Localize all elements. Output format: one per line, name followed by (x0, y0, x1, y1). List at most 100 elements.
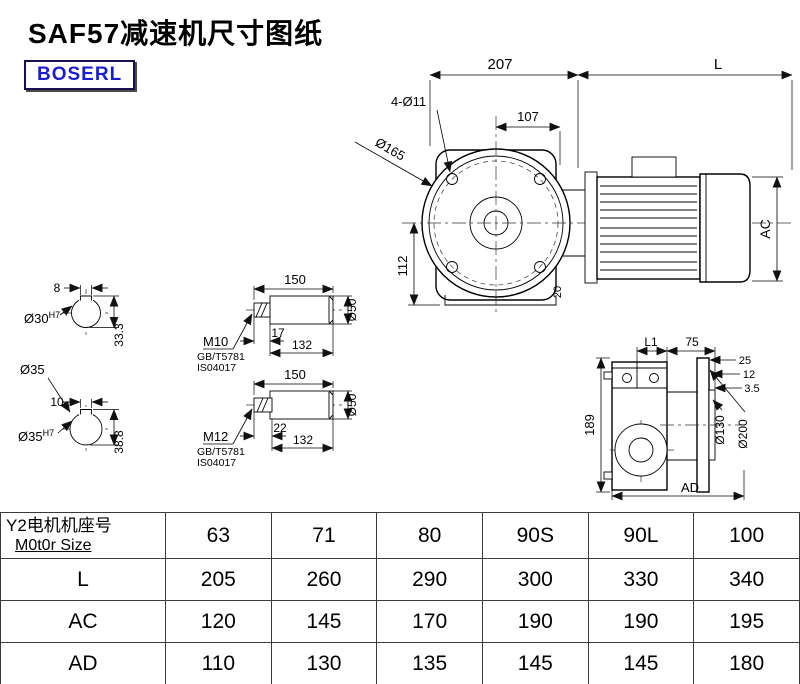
dim-132: 132 (293, 433, 313, 447)
fan-cowl (699, 173, 751, 283)
standard-gb: GB/T5781 (197, 446, 245, 458)
dim-key-width-8: 8 (54, 281, 61, 295)
motor-cooling-fins (600, 185, 697, 271)
dim-132: 132 (292, 338, 312, 352)
dim-AC: AC (757, 219, 773, 238)
side-view: L1 75 25 12 3.5 189 Ø130 Ø200 AD (582, 335, 760, 501)
bolt-holes-callout: 4-Ø11 (391, 94, 426, 109)
value-cell: 170 (376, 600, 483, 643)
dia-130-callout: Ø130 (713, 415, 727, 445)
dim-3-5: 3.5 (744, 383, 759, 395)
dim-key-width-10: 10 (50, 395, 64, 409)
main-view: 207 L 107 4-Ø11 Ø165 112 AC 20 (354, 56, 795, 315)
table-row-AD: AD 110 130 135 145 145 180 (0, 642, 800, 684)
bolt-hole (534, 173, 546, 185)
dim-L1: L1 (644, 335, 658, 349)
dim-38-8: 38.8 (112, 430, 126, 454)
row-label-AD: AD (0, 642, 166, 684)
standard-iso: IS04017 (197, 457, 236, 469)
table-row-L: L 205 260 290 300 330 340 (0, 558, 800, 601)
row-label-AC: AC (0, 600, 166, 643)
bore-35-tolerance: H7 (43, 428, 55, 438)
value-cell: 290 (376, 558, 483, 601)
dia-200-callout: Ø200 (736, 419, 750, 449)
bore-30-label: Ø30H7 (24, 310, 60, 326)
housing-base (444, 295, 557, 306)
value-cell: 330 (587, 558, 695, 601)
value-cell: 180 (693, 642, 800, 684)
bore-30-tolerance: H7 (49, 310, 61, 320)
bolt-hole (534, 261, 546, 273)
motor-size-label-en: M0t0r Size (15, 537, 92, 554)
dim-33-3: 33.3 (112, 323, 126, 347)
value-cell: 130 (270, 642, 378, 684)
value-cell: 145 (587, 642, 695, 684)
bolt-head (603, 471, 613, 480)
frame-100: 100 (693, 512, 800, 559)
frame-80: 80 (376, 512, 483, 559)
standard-iso: IS04017 (197, 362, 236, 374)
value-cell: 190 (481, 600, 589, 643)
dim-25: 25 (739, 355, 751, 367)
bore-section-bottom: 10 Ø35H7 38.8 (18, 395, 126, 454)
bolt-hole (446, 261, 458, 273)
brand-logo: BOSERL (24, 60, 136, 90)
dim-12: 12 (743, 369, 755, 381)
dim-112: 112 (395, 256, 410, 277)
bore-section-top: 8 Ø30H7 33.3 (24, 281, 126, 347)
terminal-box (631, 156, 677, 178)
table-header-row: Y2电机机座号 M0t0r Size 63 71 80 90S 90L 100 (0, 512, 800, 559)
dia-35-label: Ø35 (20, 362, 45, 377)
dim-150: 150 (284, 272, 306, 287)
standard-gb: GB/T5781 (197, 351, 245, 363)
keyway-notch (80, 409, 92, 415)
value-cell: 135 (376, 642, 483, 684)
dim-L: L (714, 56, 722, 73)
thread-M12-label: M12 (203, 429, 228, 444)
bore-30-value: Ø30 (24, 311, 49, 326)
dim-22: 22 (273, 421, 287, 435)
spec-table: Y2电机机座号 M0t0r Size 63 71 80 90S 90L 100 … (0, 512, 800, 684)
value-cell: 205 (165, 558, 272, 601)
shaft-detail-top: 150 M10 GB/T5781 IS04017 17 132 Ø50 (197, 272, 359, 374)
dim-20: 20 (552, 286, 564, 298)
motor-size-header-cell: Y2电机机座号 M0t0r Size (0, 512, 166, 559)
thread-M10-label: M10 (203, 334, 228, 349)
value-cell: 340 (693, 558, 800, 601)
frame-90L: 90L (587, 512, 695, 559)
frame-63: 63 (165, 512, 272, 559)
shaft-body (269, 390, 334, 420)
value-cell: 145 (270, 600, 378, 643)
value-cell: 260 (270, 558, 378, 601)
value-cell: 145 (481, 642, 589, 684)
dim-150: 150 (284, 367, 306, 382)
dim-189: 189 (582, 414, 597, 436)
dim-AD: AD (681, 480, 699, 495)
bore-35-value: Ø35 (18, 429, 43, 444)
table-row-AC: AC 120 145 170 190 190 195 (0, 600, 800, 643)
value-cell: 120 (165, 600, 272, 643)
value-cell: 195 (693, 600, 800, 643)
row-label-L: L (0, 558, 166, 601)
bolt-hole (446, 173, 458, 185)
frame-71: 71 (270, 512, 378, 559)
value-cell: 300 (481, 558, 589, 601)
frame-90S: 90S (481, 512, 589, 559)
dim-17: 17 (271, 326, 285, 340)
dim-75: 75 (685, 335, 699, 349)
technical-drawing: 207 L 107 4-Ø11 Ø165 112 AC 20 (18, 56, 795, 501)
page-title: SAF57减速机尺寸图纸 (28, 18, 324, 49)
bore-35-label: Ø35H7 (18, 428, 54, 444)
dim-107: 107 (517, 109, 539, 124)
shaft-body (269, 295, 334, 325)
motor-size-label-cn: Y2电机机座号 (6, 516, 112, 535)
value-cell: 190 (587, 600, 695, 643)
keyway-notch (80, 295, 92, 301)
dim-dia-50: Ø50 (345, 393, 359, 416)
output-boss (614, 423, 668, 477)
output-bore (628, 437, 654, 463)
value-cell: 110 (165, 642, 272, 684)
shaft-detail-bottom: 150 M12 GB/T5781 IS04017 22 132 Ø50 (197, 367, 359, 469)
dim-207: 207 (487, 56, 512, 73)
